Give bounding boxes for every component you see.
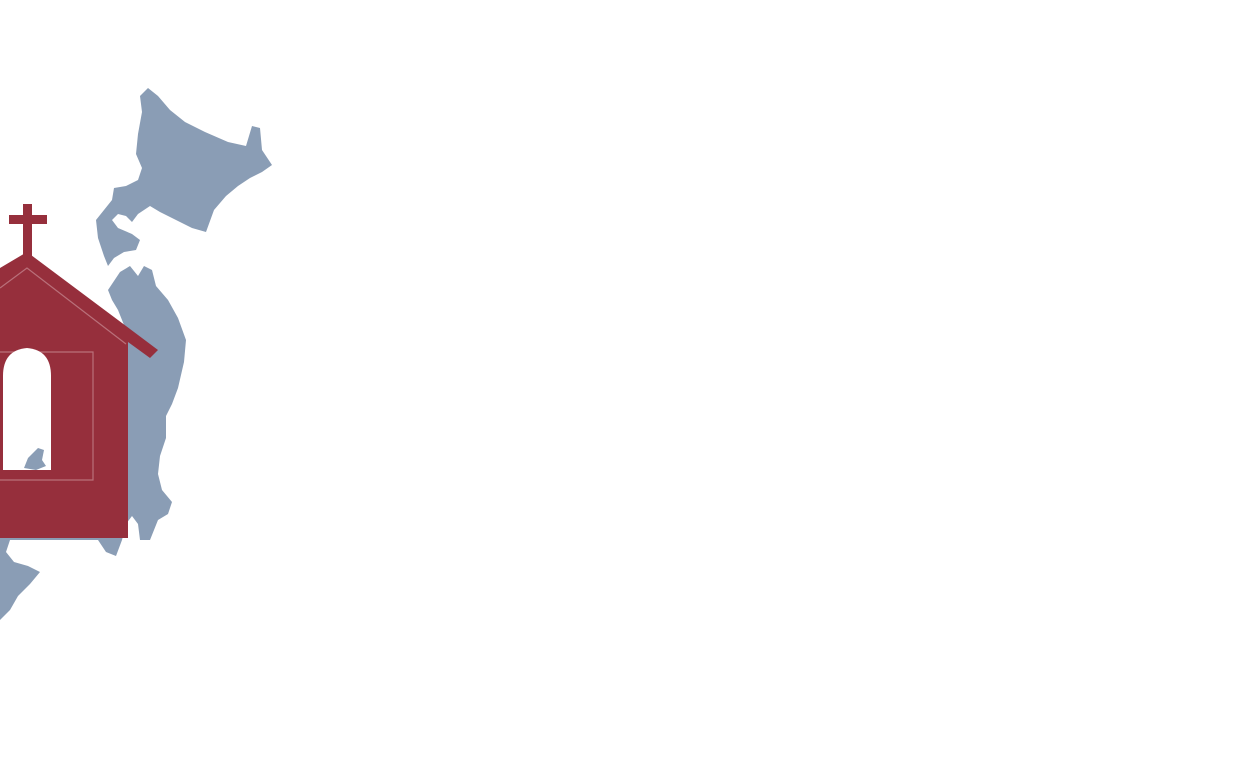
hokkaido-shape bbox=[96, 88, 272, 266]
window-frame-outline bbox=[0, 351, 94, 481]
cross-vertical bbox=[23, 204, 32, 256]
church-window bbox=[3, 348, 51, 470]
cross-horizontal bbox=[9, 215, 47, 224]
church-icon bbox=[0, 204, 158, 538]
roof-outline bbox=[0, 267, 127, 345]
island-in-window bbox=[24, 448, 46, 470]
